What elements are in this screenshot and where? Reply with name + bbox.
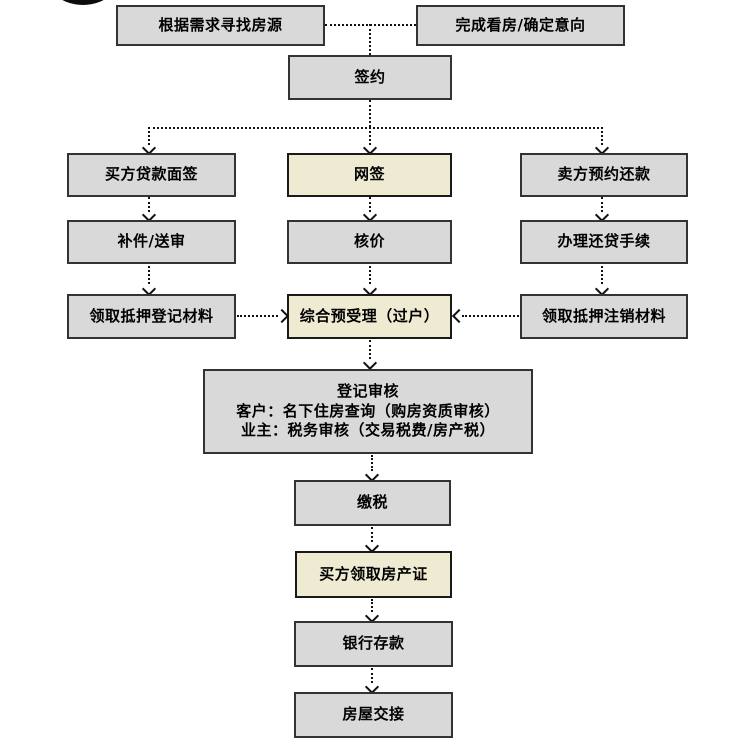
node-bank-deposit: 银行存款 [294, 621, 453, 667]
node-view-confirm: 完成看房/确定意向 [416, 5, 625, 46]
connector-left-to-center [237, 315, 278, 317]
connector-right-col-1 [601, 197, 603, 212]
connector-to-handover [371, 668, 373, 683]
connector-sign-down [369, 100, 371, 127]
connector-to-bank-deposit [371, 599, 373, 612]
cropped-circle-decoration [38, 0, 128, 5]
connector-branch-right-drop [601, 127, 603, 145]
connector-left-col-2 [148, 266, 150, 284]
arrowhead-down-icon [362, 355, 378, 371]
connector-to-pay-tax [371, 455, 373, 471]
connector-top-to-sign [369, 24, 371, 55]
registration-review-owner-line: 业主：税务审核（交易税费/房产税） [241, 421, 495, 440]
registration-review-title: 登记审核 [336, 382, 399, 401]
node-buyer-get-certificate: 买方领取房产证 [295, 551, 452, 598]
connector-branch-horizontal [148, 127, 603, 129]
node-mortgage-reg-materials: 领取抵押登记材料 [67, 294, 236, 339]
node-sign-contract: 签约 [288, 55, 452, 100]
node-mortgage-cancel-materials: 领取抵押注销材料 [520, 294, 688, 339]
connector-right-col-2 [601, 266, 603, 284]
arrowhead-left-icon [451, 308, 467, 324]
connector-right-to-center [462, 315, 519, 317]
connector-to-registration [369, 340, 371, 359]
node-house-handover: 房屋交接 [294, 692, 453, 738]
node-price-verify: 核价 [287, 220, 452, 264]
node-repay-procedure: 办理还贷手续 [520, 220, 688, 264]
connector-branch-mid-drop [369, 127, 371, 145]
node-pay-tax: 缴税 [294, 480, 451, 526]
registration-review-client-line: 客户：名下住房查询（购房资质审核） [236, 401, 500, 420]
node-buyer-loan-interview: 买方贷款面签 [67, 153, 236, 197]
connector-mid-col-1 [369, 197, 371, 212]
connector-to-certificate [371, 527, 373, 542]
connector-left-col-1 [148, 197, 150, 212]
node-find-house: 根据需求寻找房源 [116, 5, 325, 46]
connector-mid-col-2 [369, 266, 371, 284]
node-pre-acceptance: 综合预受理（过户） [287, 294, 452, 339]
node-supplement-review: 补件/送审 [67, 220, 236, 264]
node-seller-repay-appoint: 卖方预约还款 [520, 153, 688, 197]
node-registration-review: 登记审核 客户：名下住房查询（购房资质审核） 业主：税务审核（交易税费/房产税） [203, 369, 533, 454]
node-online-sign: 网签 [287, 153, 452, 197]
connector-branch-left-drop [148, 127, 150, 145]
